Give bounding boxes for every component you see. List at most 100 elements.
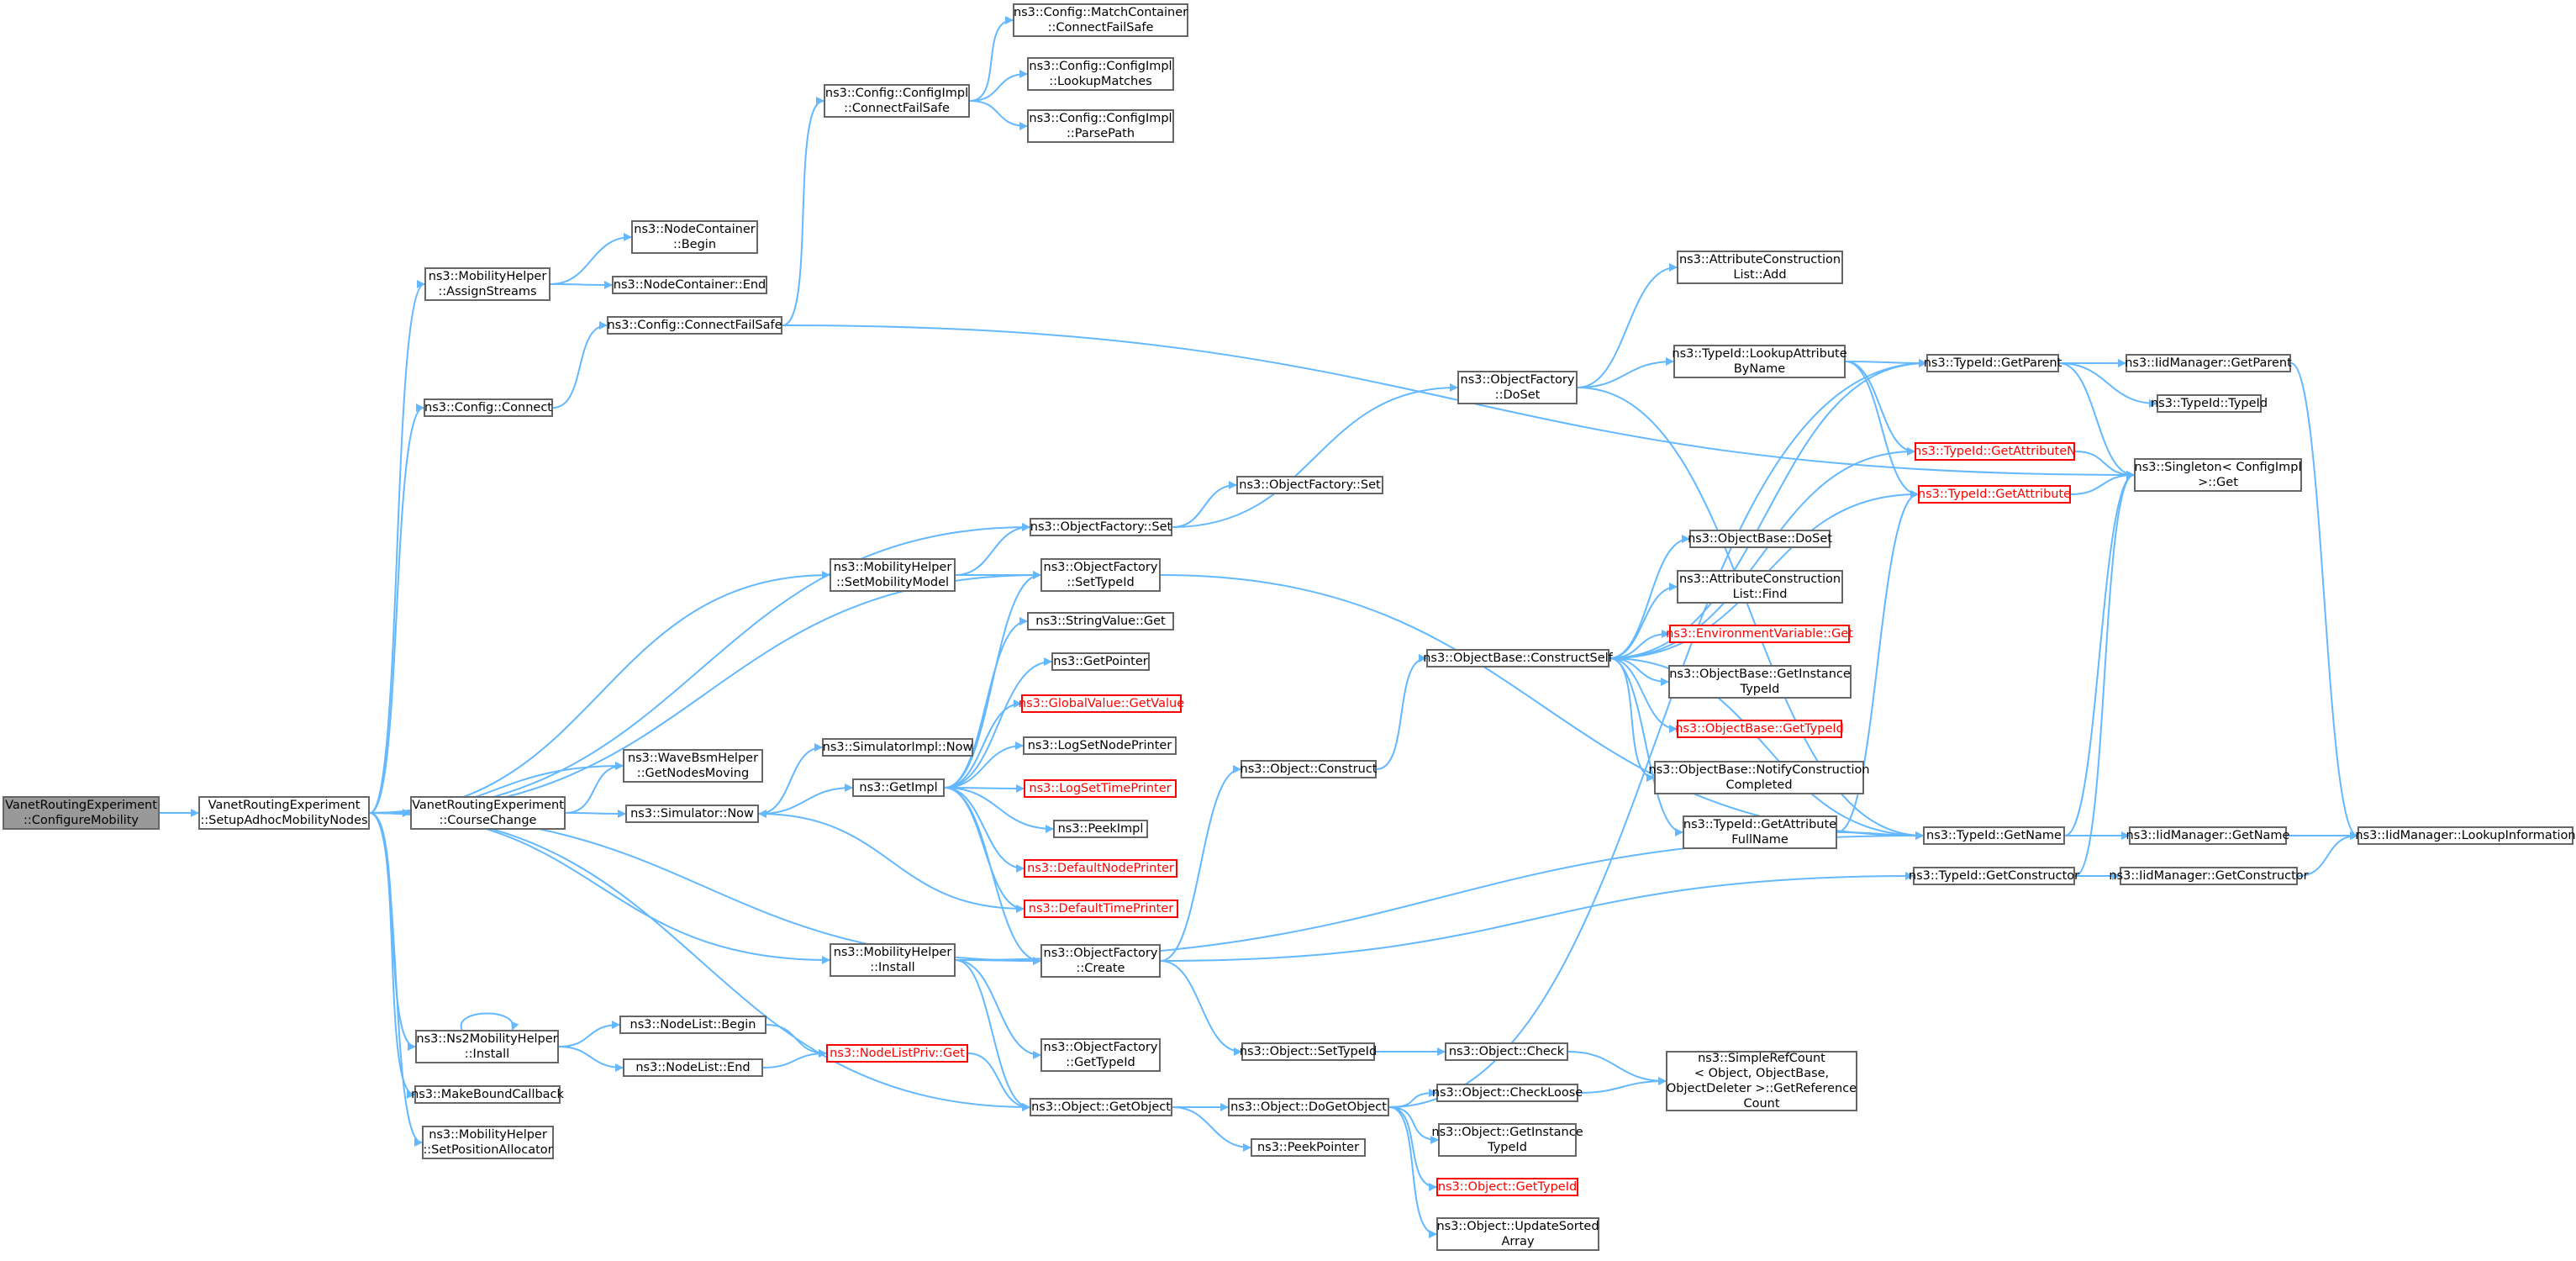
node-tid-getparent[interactable]: ns3::TypeId::GetParent <box>1924 354 2062 372</box>
node-of-set2[interactable]: ns3::ObjectFactory::Set <box>1236 476 1383 494</box>
edge-mh_setmm-to-of_set <box>955 523 1030 576</box>
node-simpleref[interactable]: ns3::SimpleRefCount < Object, ObjectBase… <box>1666 1051 1857 1111</box>
node-mc-cfs[interactable]: ns3::Config::MatchContainer ::ConnectFai… <box>1013 3 1188 37</box>
node-course[interactable]: VanetRoutingExperiment ::CourseChange <box>410 796 566 830</box>
node-obj-construct[interactable]: ns3::Object::Construct <box>1241 760 1378 778</box>
node-obj-settypeid[interactable]: ns3::Object::SetTypeId <box>1240 1042 1377 1061</box>
edge-nl_begin-to-nlpriv_get <box>766 1024 827 1058</box>
edge-getimpl-to-peekimpl <box>944 787 1054 833</box>
edge-of_create-to-obj_construct <box>1160 765 1241 962</box>
node-obj-getobject[interactable]: ns3::Object::GetObject <box>1030 1098 1172 1116</box>
node-logsetnode[interactable]: ns3::LogSetNodePrinter <box>1023 736 1177 755</box>
node-envvar-get[interactable]: ns3::EnvironmentVariable::Get <box>1666 625 1853 643</box>
edge-ns2_install-to-ns2_install <box>460 1012 519 1031</box>
edge-deftime-to-sim_now <box>758 810 1025 910</box>
node-obj-gettypeid[interactable]: ns3::Object::GetTypeId <box>1436 1178 1578 1196</box>
edge-obj_dogetobject-to-obj_gettypeid <box>1388 1106 1437 1191</box>
node-simimpl-now[interactable]: ns3::SimulatorImpl::Now <box>822 738 973 757</box>
node-logsettime[interactable]: ns3::LogSetTimePrinter <box>1024 779 1177 798</box>
edge-ob_constructself-to-envvar_get <box>1609 630 1670 659</box>
edge-setup-to-obj_getobject <box>369 812 1030 1111</box>
node-setup[interactable]: VanetRoutingExperiment ::SetupAdhocMobil… <box>198 796 370 830</box>
node-deftime[interactable]: ns3::DefaultTimePrinter <box>1024 900 1178 918</box>
node-ob-doset[interactable]: ns3::ObjectBase::DoSet <box>1688 530 1832 548</box>
node-mh-setmm[interactable]: ns3::MobilityHelper ::SetMobilityModel <box>830 558 956 592</box>
edge-sim_now-to-simimpl_now <box>758 743 823 815</box>
node-mh-assign[interactable]: ns3::MobilityHelper ::AssignStreams <box>424 267 550 301</box>
node-of-gettypeid[interactable]: ns3::ObjectFactory ::GetTypeId <box>1040 1038 1161 1072</box>
node-tid-typeid[interactable]: ns3::TypeId::TypeId <box>2151 394 2268 413</box>
node-cfgimpl-lookup[interactable]: ns3::Config::ConfigImpl ::LookupMatches <box>1027 57 1174 91</box>
edge-of_doset-to-attrcl_add <box>1577 263 1678 388</box>
node-cfg-connect[interactable]: ns3::Config::Connect <box>424 398 553 417</box>
edge-obj_checkloose-to-simpleref <box>1578 1077 1667 1094</box>
edge-setup-to-mh_assign <box>369 280 425 814</box>
node-tid-getattr[interactable]: ns3::TypeId::GetAttribute <box>1918 485 2071 504</box>
edge-of_set-to-of_set2 <box>1172 481 1237 528</box>
node-root[interactable]: VanetRoutingExperiment ::ConfigureMobili… <box>3 796 160 830</box>
node-of-doset[interactable]: ns3::ObjectFactory ::DoSet <box>1457 371 1578 404</box>
node-obj-checkloose[interactable]: ns3::Object::CheckLoose <box>1432 1084 1583 1102</box>
node-attrcl-add[interactable]: ns3::AttributeConstruction List::Add <box>1677 251 1843 284</box>
node-nc-begin[interactable]: ns3::NodeContainer ::Begin <box>631 220 758 254</box>
node-cfgimpl-parse[interactable]: ns3::Config::ConfigImpl ::ParsePath <box>1027 109 1174 143</box>
node-obj-dogetobject[interactable]: ns3::Object::DoGetObject <box>1228 1098 1389 1116</box>
node-tid-getattrfull[interactable]: ns3::TypeId::GetAttribute FullName <box>1683 815 1837 849</box>
node-gv-getvalue[interactable]: ns3::GlobalValue::GetValue <box>1019 694 1184 713</box>
edge-tid_getattr-to-singleton <box>2070 471 2135 495</box>
edge-mh_install-to-tid_getname <box>955 831 1924 961</box>
edge-ob_constructself-to-tid_getattrfull <box>1609 657 1683 836</box>
edge-getimpl-to-sv_get <box>944 617 1028 789</box>
node-ob-gettypeid[interactable]: ns3::ObjectBase::GetTypeId <box>1675 720 1844 738</box>
edge-getimpl-to-of_create <box>944 787 1041 965</box>
node-iid-lookup[interactable]: ns3::IidManager::LookupInformation <box>2355 826 2576 845</box>
node-singleton[interactable]: ns3::Singleton< ConfigImpl >::Get <box>2134 458 2302 492</box>
node-obj-check[interactable]: ns3::Object::Check <box>1445 1042 1568 1061</box>
node-iid-getname[interactable]: ns3::IidManager::GetName <box>2126 826 2289 845</box>
node-mh-install[interactable]: ns3::MobilityHelper ::Install <box>830 943 956 977</box>
node-nl-begin[interactable]: ns3::NodeList::Begin <box>619 1016 766 1034</box>
node-ob-getinst[interactable]: ns3::ObjectBase::GetInstance TypeId <box>1668 665 1852 699</box>
node-tid-getctor[interactable]: ns3::TypeId::GetConstructor <box>1909 867 2079 885</box>
node-iid-getparent[interactable]: ns3::IidManager::GetParent <box>2125 354 2292 372</box>
edge-getimpl-to-gv_getvalue <box>944 699 1022 789</box>
edge-cfgimpl_cfs-to-mc_cfs <box>969 16 1014 102</box>
node-ob-notify[interactable]: ns3::ObjectBase::NotifyConstruction Comp… <box>1648 761 1870 794</box>
edge-setup-to-mh_install <box>369 812 830 964</box>
edge-ob_constructself-to-tid_getname <box>1609 657 1924 840</box>
node-cfg-cfs[interactable]: ns3::Config::ConnectFailSafe <box>607 316 782 335</box>
node-cfgimpl-cfs[interactable]: ns3::Config::ConfigImpl ::ConnectFailSaf… <box>824 84 970 118</box>
node-makebound[interactable]: ns3::MakeBoundCallback <box>411 1085 564 1104</box>
node-ns2-install[interactable]: ns3::Ns2MobilityHelper ::Install <box>415 1030 559 1063</box>
edge-obj_dogetobject-to-obj_getinst <box>1388 1106 1439 1144</box>
edge-tid_getname-to-singleton <box>2064 471 2135 836</box>
node-attrcl-find[interactable]: ns3::AttributeConstruction List::Find <box>1677 570 1843 604</box>
edge-ob_constructself-to-attrcl_find <box>1609 583 1678 659</box>
edge-obj_getobject-to-peekpointer <box>1172 1106 1251 1152</box>
node-wave[interactable]: ns3::WaveBsmHelper ::GetNodesMoving <box>623 749 763 783</box>
node-of-set[interactable]: ns3::ObjectFactory::Set <box>1030 518 1172 536</box>
edge-tid_lookupattr-to-tid_getattrn <box>1845 361 1915 456</box>
node-tid-getname[interactable]: ns3::TypeId::GetName <box>1923 826 2065 845</box>
node-obj-updsorted[interactable]: ns3::Object::UpdateSorted Array <box>1436 1217 1599 1251</box>
node-nlpriv-get[interactable]: ns3::NodeListPriv::Get <box>826 1044 968 1063</box>
node-tid-lookupattr[interactable]: ns3::TypeId::LookupAttribute ByName <box>1672 345 1847 378</box>
node-of-create[interactable]: ns3::ObjectFactory ::Create <box>1040 944 1161 978</box>
edge-mh_install-to-obj_getobject <box>955 959 1030 1111</box>
node-nc-end[interactable]: ns3::NodeContainer::End <box>612 276 767 294</box>
node-tid-getattrn[interactable]: ns3::TypeId::GetAttributeN <box>1914 442 2076 461</box>
node-mh-setpos[interactable]: ns3::MobilityHelper ::SetPositionAllocat… <box>422 1126 554 1159</box>
node-sim-now[interactable]: ns3::Simulator::Now <box>625 805 759 823</box>
node-obj-getinst[interactable]: ns3::Object::GetInstance TypeId <box>1431 1123 1583 1157</box>
node-peekimpl[interactable]: ns3::PeekImpl <box>1053 820 1148 838</box>
edge-obj_check-to-simpleref <box>1567 1051 1667 1085</box>
node-nl-end[interactable]: ns3::NodeList::End <box>623 1058 763 1077</box>
node-peekpointer[interactable]: ns3::PeekPointer <box>1251 1138 1366 1157</box>
node-getimpl[interactable]: ns3::GetImpl <box>852 778 945 797</box>
node-defnode[interactable]: ns3::DefaultNodePrinter <box>1024 859 1177 878</box>
node-getpointer[interactable]: ns3::GetPointer <box>1051 652 1150 671</box>
node-sv-get[interactable]: ns3::StringValue::Get <box>1027 612 1174 630</box>
node-of-settypeid[interactable]: ns3::ObjectFactory ::SetTypeId <box>1040 558 1161 592</box>
node-ob-constructself[interactable]: ns3::ObjectBase::ConstructSelf <box>1423 649 1613 667</box>
node-iid-getctor[interactable]: ns3::IidManager::GetConstructor <box>2109 867 2309 885</box>
